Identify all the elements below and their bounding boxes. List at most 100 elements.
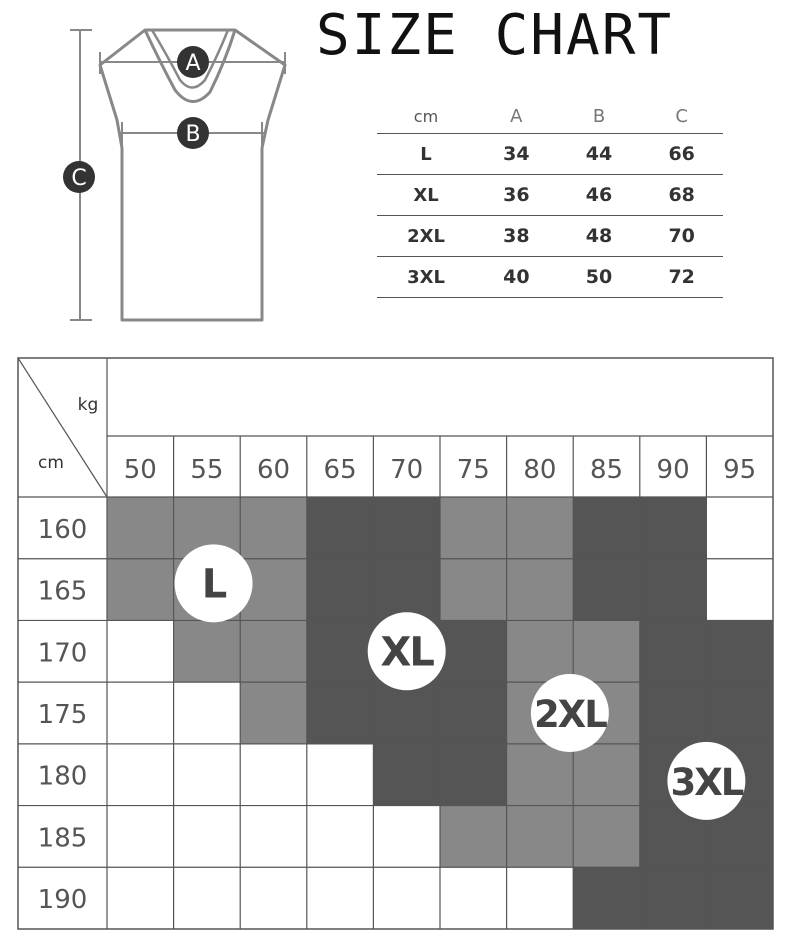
grid-cell — [173, 620, 241, 683]
value-b: 46 — [585, 184, 613, 206]
value-a: 38 — [503, 225, 530, 247]
garment-neckline-inner — [150, 29, 230, 89]
grid-cell — [706, 682, 773, 744]
weight-label: 95 — [723, 455, 756, 485]
size-label: L — [420, 143, 432, 165]
grid-cell — [506, 558, 574, 621]
grid-cell — [639, 497, 707, 559]
grid-cell — [573, 805, 640, 868]
grid-cell — [240, 867, 307, 929]
value-c: 70 — [668, 225, 695, 247]
grid-cell — [173, 805, 241, 868]
weight-label: 85 — [590, 455, 623, 485]
table-row: L 34 44 66 — [377, 134, 723, 175]
grid-cell — [373, 805, 440, 868]
grid-cell — [240, 682, 307, 744]
grid-cell — [440, 805, 507, 868]
value-a: 34 — [503, 143, 530, 165]
size-badge-label: 2XL — [534, 693, 607, 736]
grid-cell — [506, 743, 574, 806]
grid-border — [17, 357, 774, 930]
svg-text:C: C — [71, 166, 86, 191]
garment-diagram: A B C — [63, 28, 287, 322]
weight-label: 60 — [257, 455, 290, 485]
grid-cell — [639, 867, 707, 929]
weight-label: 70 — [390, 455, 423, 485]
grid-cell — [440, 620, 507, 683]
size-badge — [667, 741, 746, 820]
weight-label: 75 — [457, 455, 490, 485]
grid-cell — [573, 620, 640, 683]
badge-b: B — [177, 117, 209, 149]
grid-cell — [306, 682, 374, 744]
grid-cell — [107, 867, 174, 929]
height-label: 160 — [38, 515, 88, 545]
grid-cell — [240, 743, 307, 806]
size-badge-label: L — [202, 561, 227, 607]
value-a: 40 — [503, 266, 530, 288]
size-badge — [530, 674, 609, 752]
size-label: 3XL — [407, 266, 445, 288]
corner-label-weight: kg — [78, 395, 99, 415]
grid-cell — [240, 620, 307, 683]
grid-cell — [573, 743, 640, 806]
garment-neckline — [143, 29, 237, 103]
badge-a: A — [177, 46, 209, 78]
grid-cell — [107, 743, 174, 806]
height-label: 185 — [38, 823, 88, 853]
header-c: C — [675, 106, 688, 127]
grid-cell — [306, 805, 374, 868]
value-a: 36 — [503, 184, 530, 206]
value-b: 48 — [585, 225, 613, 247]
weight-label: 55 — [190, 455, 223, 485]
corner-label-height: cm — [38, 453, 64, 473]
grid-cell — [173, 743, 241, 806]
grid-cell — [306, 620, 374, 683]
weight-label: 50 — [124, 455, 157, 485]
grid-cell — [639, 682, 707, 744]
grid-cell — [173, 867, 241, 929]
grid-cell — [440, 743, 507, 806]
grid-cell — [639, 620, 707, 683]
grid-cell — [173, 682, 241, 744]
grid-cell — [107, 497, 174, 559]
grid-cell — [706, 497, 773, 559]
grid-cell — [440, 497, 507, 559]
height-label: 165 — [38, 577, 88, 607]
page-title: SIZE CHART — [316, 3, 674, 68]
grid-cell — [373, 743, 440, 806]
size-badge — [174, 544, 253, 623]
height-label: 180 — [38, 762, 88, 792]
grid-cell — [306, 558, 374, 621]
height-label: 170 — [38, 638, 88, 668]
header-unit: cm — [413, 107, 439, 126]
grid-cell — [639, 558, 707, 621]
grid-cell — [373, 682, 440, 744]
height-label: 190 — [38, 885, 88, 915]
weight-label: 90 — [657, 455, 690, 485]
grid-cell — [107, 682, 174, 744]
weight-label: 80 — [523, 455, 556, 485]
badge-c: C — [63, 161, 95, 193]
header-a: A — [510, 106, 523, 127]
garment-outline — [98, 28, 287, 322]
size-badge-label: XL — [381, 629, 435, 675]
grid-cell — [373, 497, 440, 559]
corner-diagonal — [17, 357, 108, 498]
grid-cell — [107, 805, 174, 868]
measurement-table-header: cm A B C — [377, 100, 723, 134]
grid-cell — [440, 682, 507, 744]
value-b: 50 — [585, 266, 613, 288]
header-b: B — [592, 106, 606, 127]
grid-cell — [440, 867, 507, 929]
value-b: 44 — [585, 143, 613, 165]
grid-cell — [306, 497, 374, 559]
value-c: 66 — [668, 143, 695, 165]
grid-cell — [440, 558, 507, 621]
size-badge — [367, 612, 446, 691]
table-row: XL 36 46 68 — [377, 175, 723, 216]
grid-cell — [506, 620, 574, 683]
grid-cell — [573, 558, 640, 621]
measurement-table: cm A B C L 34 44 66 XL 36 46 68 2XL 38 4… — [377, 100, 723, 298]
